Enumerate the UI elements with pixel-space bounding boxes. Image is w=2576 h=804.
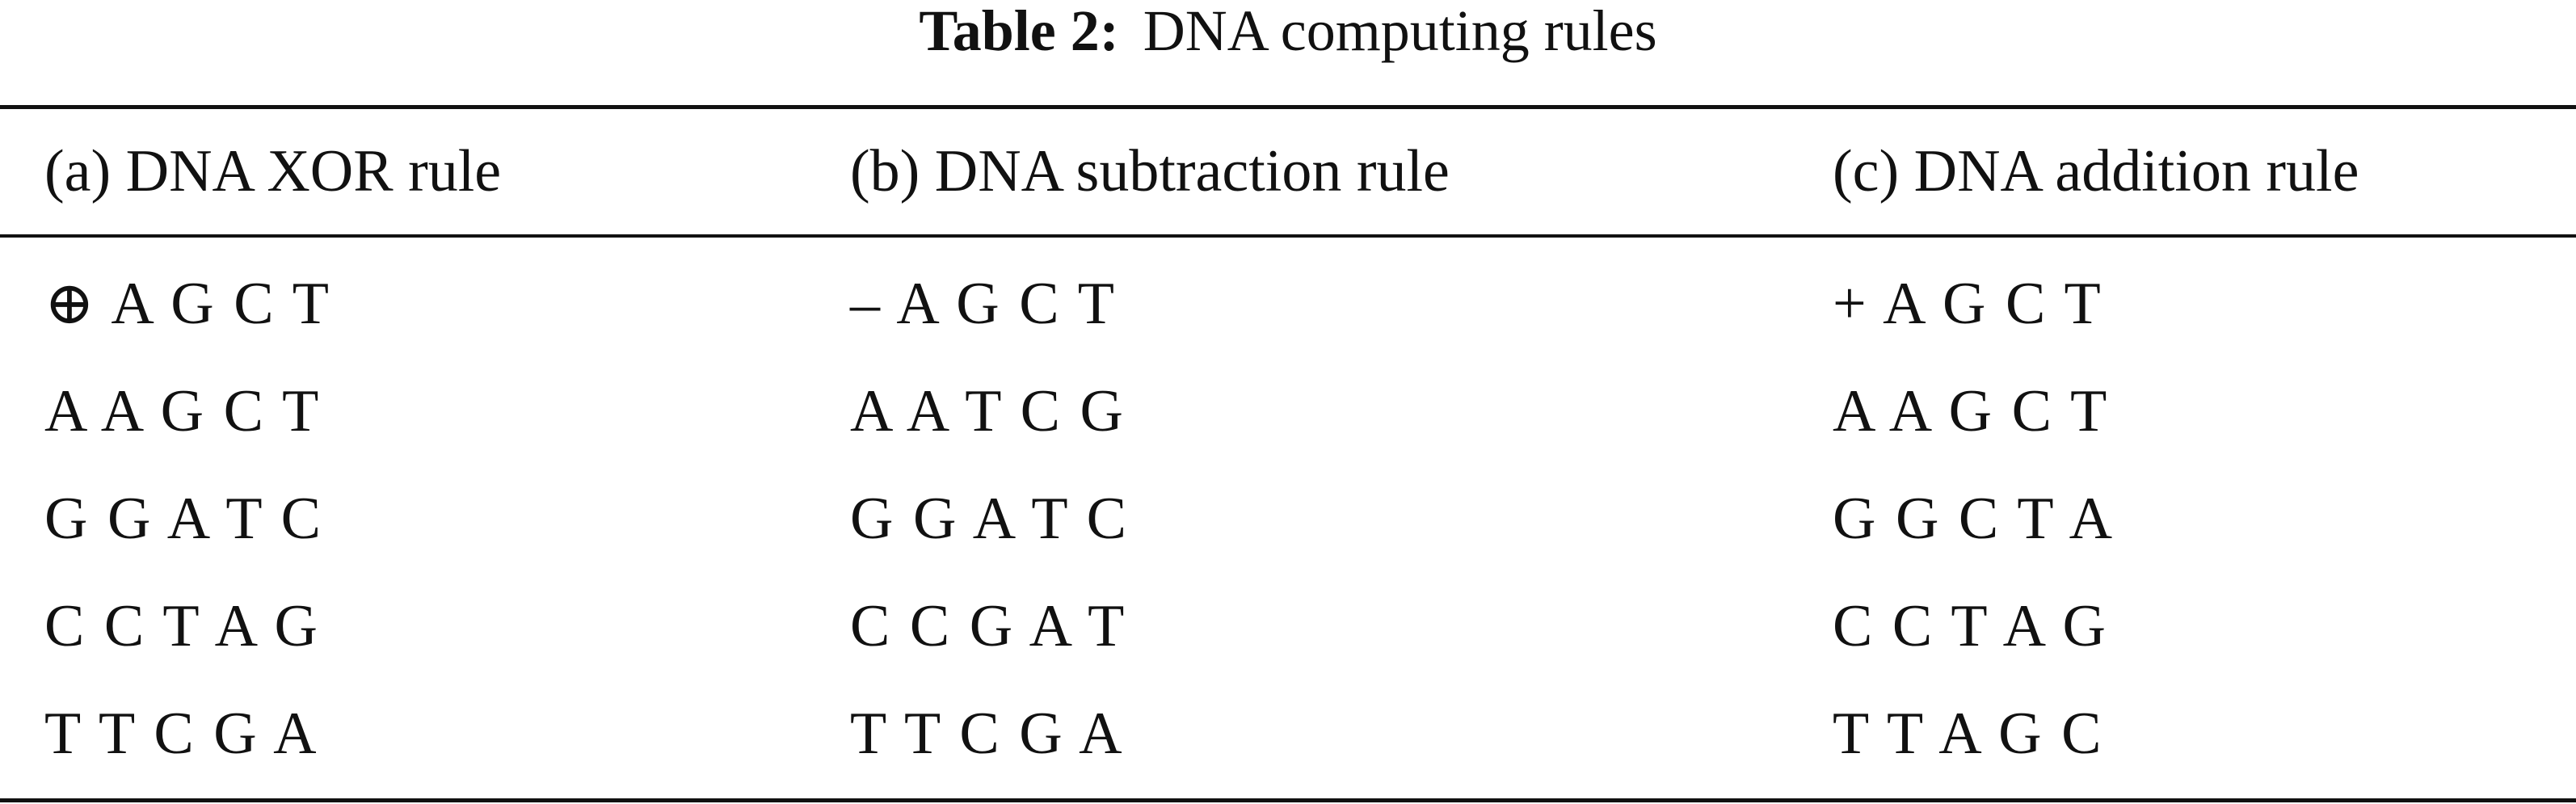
addition-row-a: A A G C T xyxy=(1833,378,2107,444)
xor-row-g: G G A T C xyxy=(44,486,322,552)
subtraction-row-t: T T C G A xyxy=(850,701,1122,767)
bottom-rule xyxy=(0,798,2576,802)
top-rule xyxy=(0,105,2576,109)
xor-row-t: T T C G A xyxy=(44,701,317,767)
addition-row-t: T T A G C xyxy=(1833,701,2102,767)
column-header-subtraction: (b) DNA subtraction rule xyxy=(850,138,1450,204)
xor-row-c: C C T A G xyxy=(44,593,318,659)
column-header-addition: (c) DNA addition rule xyxy=(1833,138,2359,204)
subtraction-row-a: A A T C G xyxy=(850,378,1123,444)
table-number: Table 2: xyxy=(919,0,1119,63)
xor-header-row: ⊕ A G C T xyxy=(44,271,329,337)
xor-row-a: A A G C T xyxy=(44,378,319,444)
column-header-xor: (a) DNA XOR rule xyxy=(44,138,502,204)
table-caption: Table 2: DNA computing rules xyxy=(0,0,2576,105)
subtraction-row-g: G G A T C xyxy=(850,486,1127,552)
addition-row-c: C C T A G xyxy=(1833,593,2106,659)
table-title: DNA computing rules xyxy=(1143,0,1657,63)
addition-header-row: + A G C T xyxy=(1833,271,2101,337)
addition-row-g: G G C T A xyxy=(1833,486,2113,552)
header-rule xyxy=(0,234,2576,238)
subtraction-header-row: – A G C T xyxy=(850,271,1114,337)
subtraction-row-c: C C G A T xyxy=(850,593,1125,659)
